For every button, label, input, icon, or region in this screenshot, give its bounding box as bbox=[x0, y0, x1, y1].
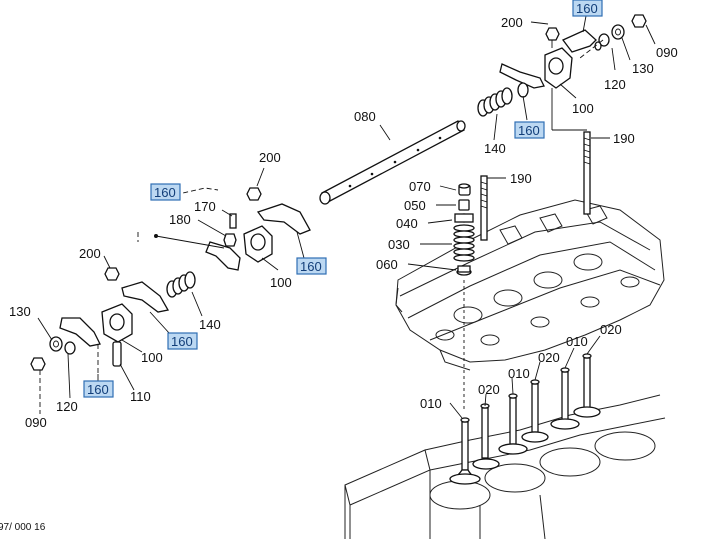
label-160-left[interactable]: 160 bbox=[154, 185, 176, 200]
label-160-rocker[interactable]: 160 bbox=[300, 259, 322, 274]
leader-lines bbox=[37, 15, 656, 419]
label-020-a: 020 bbox=[478, 382, 500, 397]
valve-020-a bbox=[472, 403, 500, 470]
label-200-low: 200 bbox=[79, 246, 101, 261]
valve-010-c bbox=[550, 367, 580, 430]
cylinder-head bbox=[395, 199, 665, 371]
label-130-left: 130 bbox=[9, 304, 31, 319]
label-010-c: 010 bbox=[566, 334, 588, 349]
valve-spring-stack bbox=[453, 183, 475, 410]
label-100-low: 100 bbox=[141, 350, 163, 365]
label-190-mid: 190 bbox=[510, 171, 532, 186]
label-090-left: 090 bbox=[25, 415, 47, 430]
valve-020-b bbox=[521, 379, 549, 443]
stud-190-right bbox=[583, 131, 591, 215]
label-020-c: 020 bbox=[600, 322, 622, 337]
part-labels: 200 160 090 130 120 100 160 080 140 190 … bbox=[0, 0, 678, 533]
label-120-top: 120 bbox=[604, 77, 626, 92]
valve-020-c bbox=[573, 353, 601, 418]
label-170: 170 bbox=[194, 199, 216, 214]
highlight-160-mid bbox=[514, 121, 545, 139]
label-010-b: 010 bbox=[508, 366, 530, 381]
rocker-assembly-left bbox=[30, 267, 196, 414]
collet-050 bbox=[458, 199, 470, 211]
label-020-b: 020 bbox=[538, 350, 560, 365]
label-010-a: 010 bbox=[420, 396, 442, 411]
label-120-left: 120 bbox=[56, 399, 78, 414]
valve-spring-030 bbox=[453, 224, 475, 262]
rocker-assembly-top bbox=[477, 14, 647, 131]
label-190-right: 190 bbox=[613, 131, 635, 146]
rocker-spring-140-low bbox=[166, 271, 196, 298]
stud-190-mid bbox=[480, 175, 488, 241]
label-040: 040 bbox=[396, 216, 418, 231]
label-200-top: 200 bbox=[501, 15, 523, 30]
rocker-shaft-080 bbox=[319, 120, 466, 205]
label-160-mid[interactable]: 160 bbox=[518, 123, 540, 138]
valve-010-b bbox=[498, 393, 528, 455]
label-140-low: 140 bbox=[199, 317, 221, 332]
rocker-assembly-middle bbox=[137, 187, 311, 271]
highlight-160-bottom bbox=[83, 380, 114, 398]
label-030: 030 bbox=[388, 237, 410, 252]
label-180: 180 bbox=[169, 212, 191, 227]
label-100-mid: 100 bbox=[270, 275, 292, 290]
label-140-top: 140 bbox=[484, 141, 506, 156]
valve-010-a bbox=[449, 417, 481, 485]
label-060: 060 bbox=[376, 257, 398, 272]
highlight-160-left bbox=[150, 183, 181, 201]
label-110: 110 bbox=[130, 389, 151, 404]
label-160-top[interactable]: 160 bbox=[576, 1, 598, 16]
label-080: 080 bbox=[354, 109, 376, 124]
label-090-top: 090 bbox=[656, 45, 678, 60]
cylinder-block bbox=[344, 394, 666, 539]
label-070: 070 bbox=[409, 179, 431, 194]
label-130-top: 130 bbox=[632, 61, 654, 76]
label-160-bottom[interactable]: 160 bbox=[87, 382, 109, 397]
label-160-low[interactable]: 160 bbox=[171, 334, 193, 349]
highlight-160-top bbox=[572, 0, 603, 17]
highlight-160-rocker bbox=[296, 257, 327, 275]
label-100-top: 100 bbox=[572, 101, 594, 116]
rocker-spring-140-top bbox=[477, 87, 513, 117]
label-200-left: 200 bbox=[259, 150, 281, 165]
label-050: 050 bbox=[404, 198, 426, 213]
highlight-160-low bbox=[167, 332, 198, 350]
figure-code: 97/ 000 16 bbox=[0, 522, 46, 533]
